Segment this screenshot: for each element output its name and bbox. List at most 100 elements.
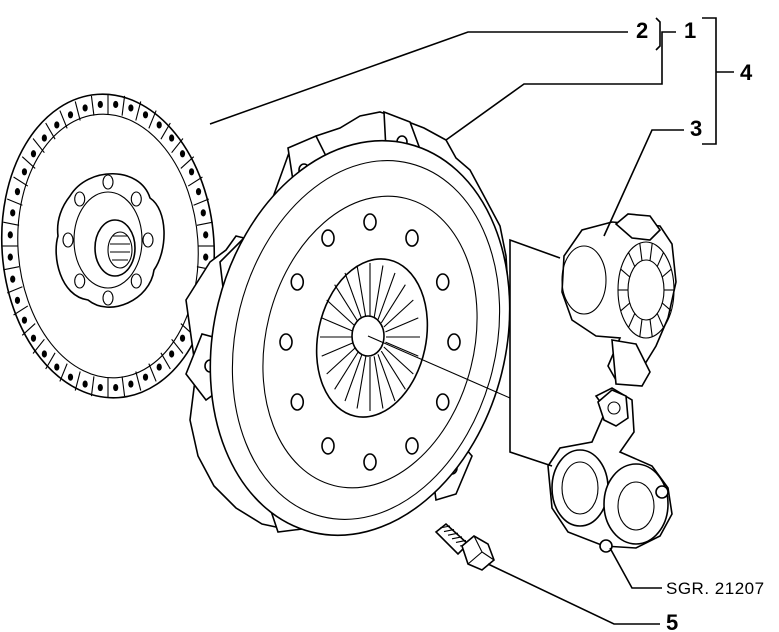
- rivet: [97, 100, 103, 109]
- rivet: [82, 104, 88, 112]
- rim-hole: [405, 229, 419, 247]
- rivet: [54, 121, 60, 129]
- diaphragm-finger: [326, 346, 357, 375]
- rivet: [128, 380, 134, 388]
- diaphragm-finger: [321, 317, 355, 333]
- flange-bolt: [434, 522, 495, 571]
- diaphragm-spring-fingers: [320, 263, 420, 411]
- diaphragm-finger: [344, 354, 363, 402]
- rim-hole: [321, 229, 335, 247]
- bearing-rib: [639, 319, 643, 337]
- thread-line: [439, 525, 451, 529]
- thread-line: [443, 529, 455, 533]
- bolt-thread: [439, 525, 471, 547]
- callout-2: 2: [636, 18, 648, 43]
- rim-hole: [435, 393, 450, 411]
- damper-hole: [74, 273, 86, 289]
- rivet: [113, 100, 119, 109]
- leader-lines: [209, 17, 734, 625]
- rim-hole: [290, 273, 305, 291]
- rim-hole: [290, 393, 305, 411]
- damper-hole: [102, 290, 114, 306]
- rivet: [113, 383, 119, 392]
- damper-hole: [142, 232, 154, 248]
- rivet: [200, 209, 206, 217]
- rivet: [10, 209, 16, 217]
- callout-1: 1: [684, 18, 696, 43]
- diaphragm-finger: [385, 341, 419, 357]
- bearing-rib: [656, 252, 664, 267]
- thread-line: [447, 532, 459, 536]
- diaphragm-finger: [356, 356, 367, 409]
- rivet: [142, 373, 149, 381]
- rivet: [21, 168, 28, 176]
- diaphragm-finger: [334, 350, 360, 390]
- splined-hub: [110, 235, 130, 261]
- rivet: [67, 373, 74, 381]
- rivet: [21, 316, 28, 324]
- bearing-rib: [649, 319, 653, 337]
- rivet: [179, 334, 186, 342]
- rim-hole: [363, 213, 377, 231]
- diaphragm-finger: [326, 299, 357, 328]
- hub-damper-springs: [62, 174, 154, 306]
- callout-4: 4: [740, 60, 753, 85]
- hydraulic-release-bearing: [547, 387, 673, 553]
- damper-hole: [74, 191, 86, 207]
- bearing-fork-ribs: [618, 243, 674, 337]
- rivet: [188, 168, 195, 176]
- diaphragm-finger: [385, 317, 419, 333]
- bearing-rib: [649, 243, 653, 261]
- release-bearing: [561, 213, 677, 387]
- cover-rivet-holes: [279, 213, 461, 471]
- rivet: [30, 334, 37, 342]
- bearing-rib: [661, 268, 672, 278]
- rivet: [30, 150, 37, 158]
- bearing-rib: [639, 243, 643, 261]
- rivet: [169, 350, 175, 358]
- rim-hole: [435, 273, 450, 291]
- rivet: [142, 111, 149, 119]
- rivet: [7, 231, 13, 239]
- diaphragm-finger: [373, 356, 384, 409]
- rivet: [169, 134, 175, 142]
- rivet: [41, 134, 47, 142]
- rivet: [82, 380, 88, 388]
- callout-3: 3: [690, 116, 702, 141]
- bearing-rib: [628, 313, 636, 328]
- rim-hole: [447, 333, 461, 351]
- rim-hole: [279, 333, 293, 351]
- diaphragm-finger: [383, 299, 414, 328]
- rim-hole: [363, 453, 377, 471]
- rivet: [41, 350, 47, 358]
- damper-hole: [62, 232, 74, 248]
- bearing-rib: [620, 268, 631, 278]
- rivet: [203, 231, 209, 239]
- rivet: [14, 188, 21, 196]
- diaphragm-finger: [334, 284, 360, 324]
- rim-hole: [321, 437, 335, 455]
- rivet: [7, 253, 13, 261]
- rivet: [156, 363, 162, 371]
- diaphragm-finger: [344, 272, 363, 320]
- diaphragm-finger: [380, 350, 406, 390]
- bearing-rib: [661, 302, 672, 312]
- rivet: [10, 275, 16, 283]
- rivet: [14, 296, 21, 304]
- diaphragm-finger: [383, 346, 414, 375]
- damper-hole: [130, 191, 142, 207]
- rivet: [128, 104, 134, 112]
- rivet: [195, 188, 202, 196]
- thread-line: [451, 536, 463, 540]
- bearing-rib: [628, 252, 636, 267]
- damper-hole: [130, 273, 142, 289]
- diaphragm-finger: [377, 272, 396, 320]
- bearing-rib: [656, 313, 664, 328]
- diaphragm-finger: [373, 265, 384, 318]
- rivet: [54, 363, 60, 371]
- rivet: [97, 383, 103, 392]
- pressure-plate: [185, 110, 511, 537]
- diaphragm-finger: [380, 284, 406, 324]
